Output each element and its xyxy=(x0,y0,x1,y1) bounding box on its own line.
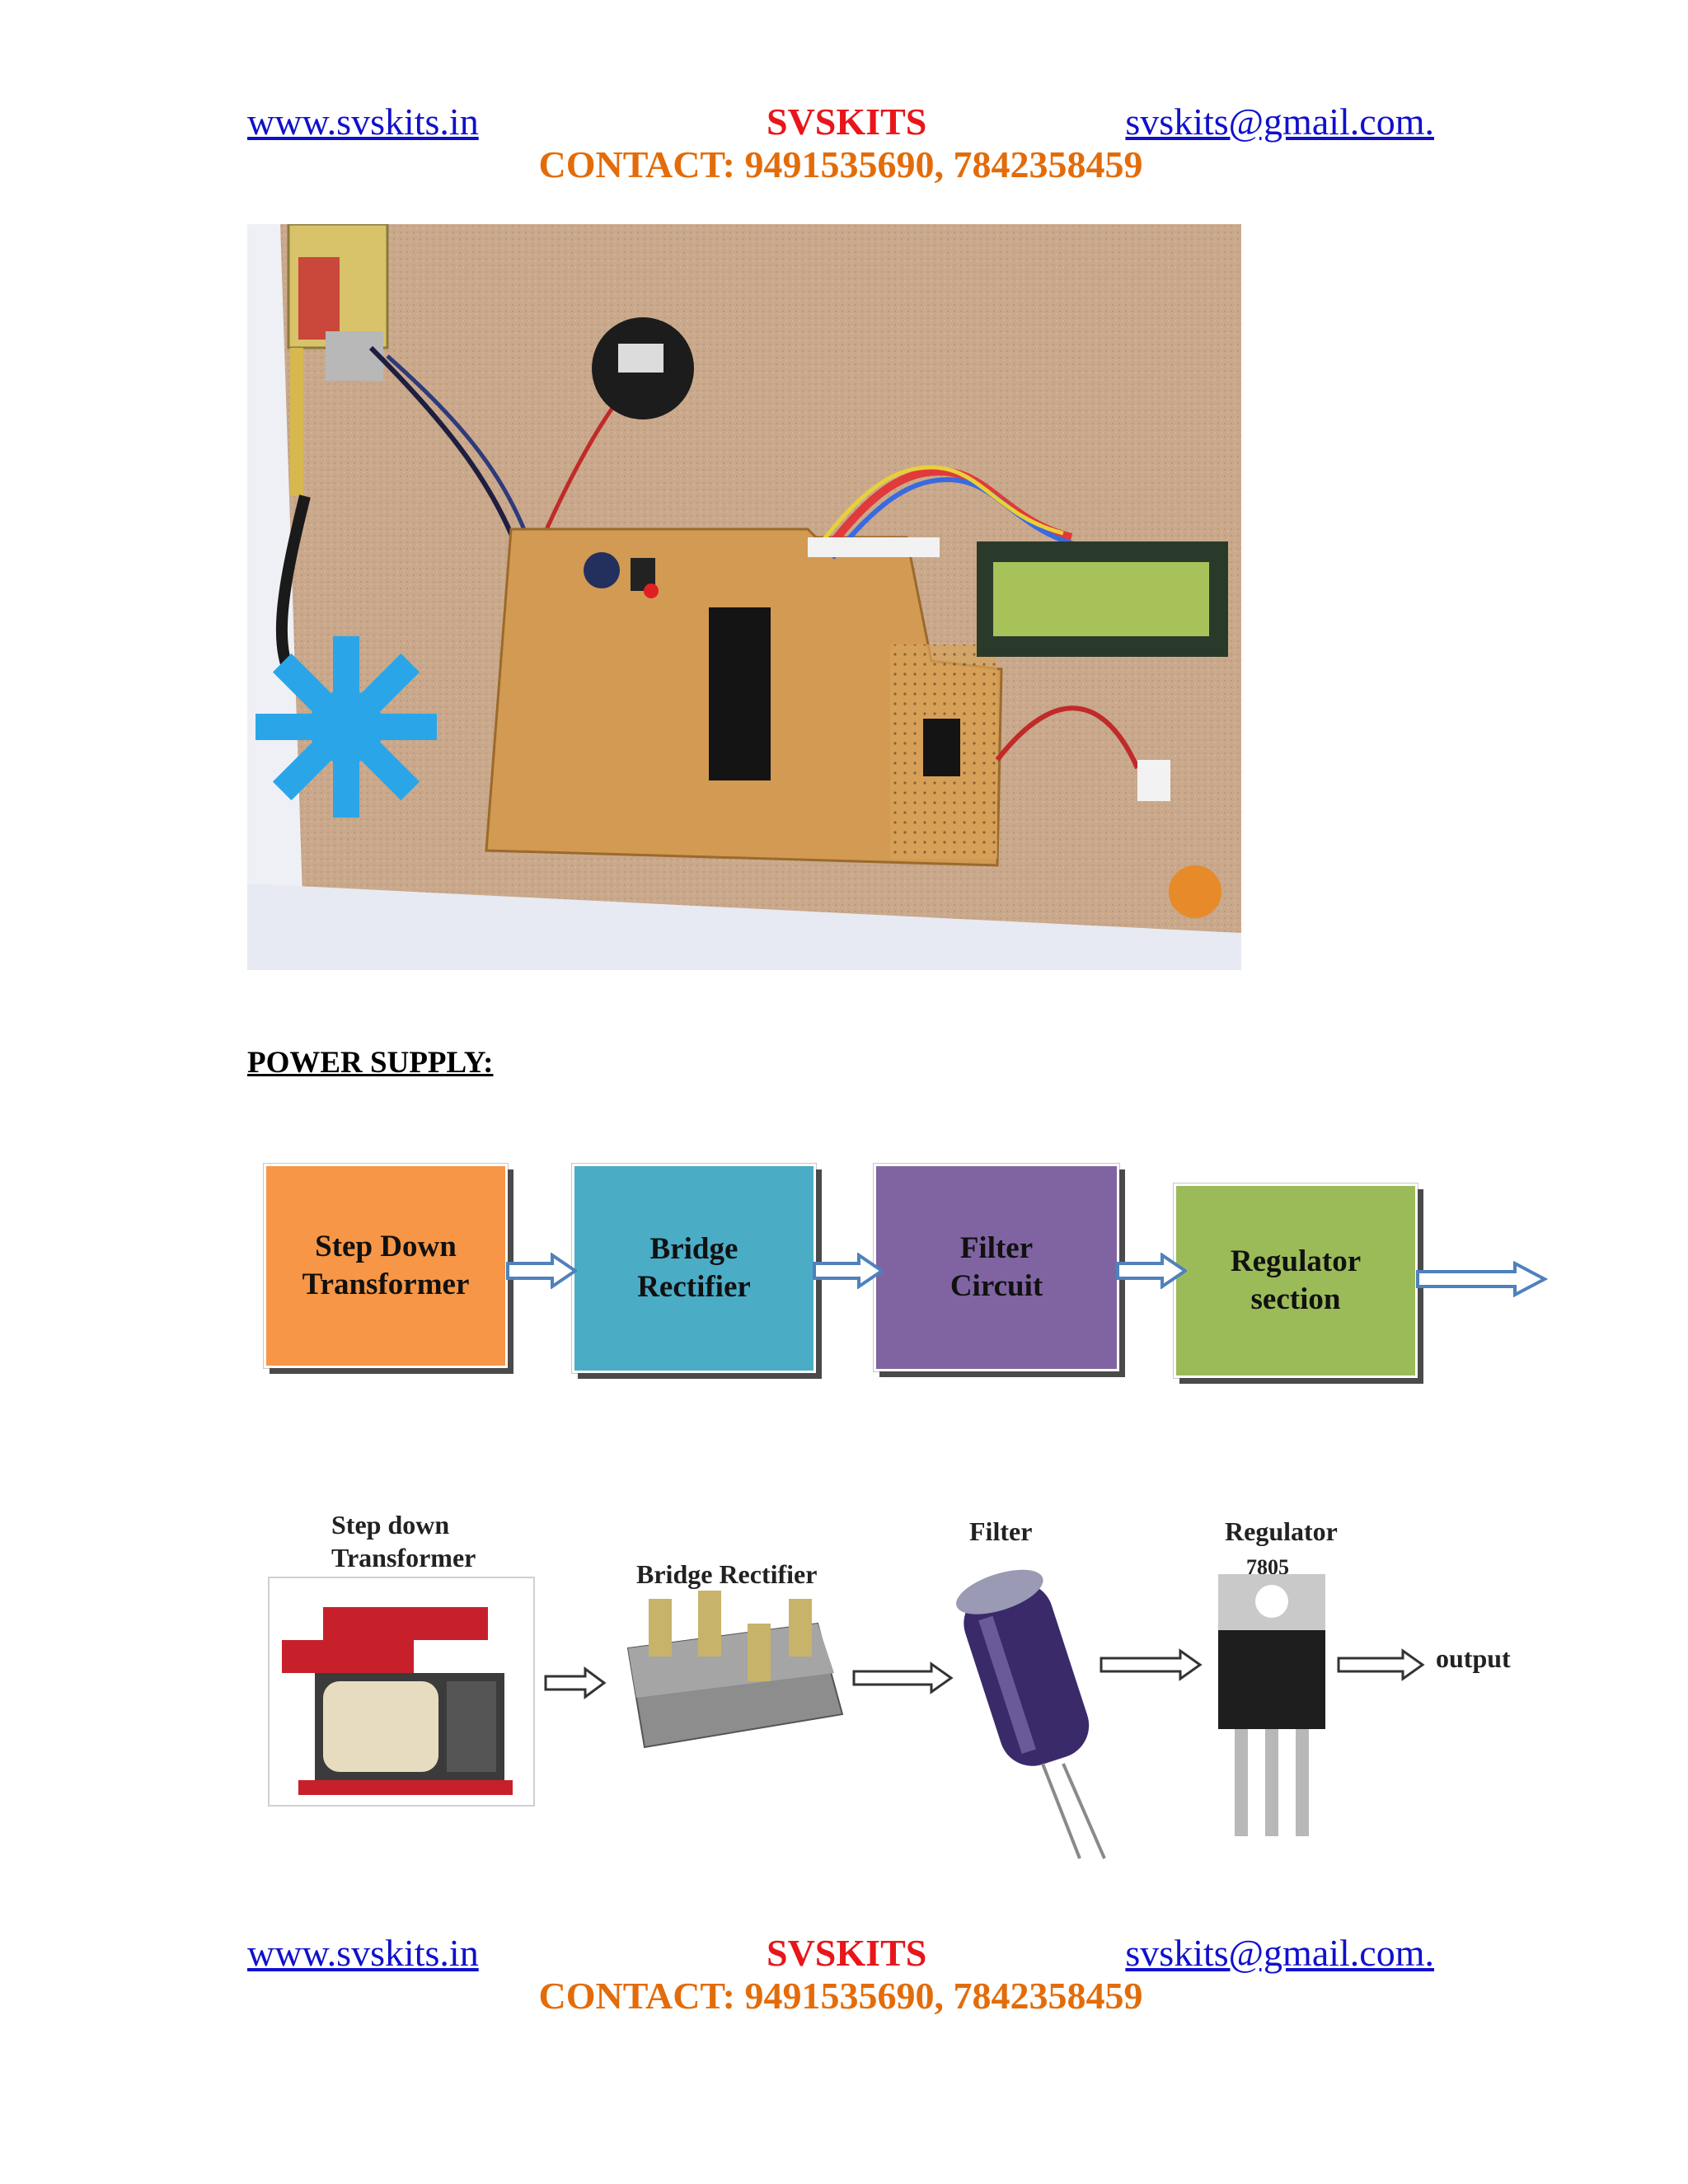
arrow-icon xyxy=(813,1253,884,1289)
arrow-icon xyxy=(852,1661,954,1694)
label-filter: Filter xyxy=(969,1516,1033,1546)
block-regulator-section: Regulator section xyxy=(1174,1183,1418,1378)
website-link[interactable]: www.svskits.in xyxy=(247,101,479,143)
brand-name: SVSKITS xyxy=(767,101,927,143)
email-link[interactable]: svskits@gmail.com. xyxy=(1125,99,1434,145)
website-link[interactable]: www.svskits.in xyxy=(247,1932,479,1974)
label-step-down-transformer: Step down Transformer xyxy=(331,1510,476,1572)
email-trail: . xyxy=(1424,101,1435,143)
block-label: Regulator section xyxy=(1230,1244,1362,1316)
email-text: svskits@gmail.com xyxy=(1125,1932,1425,1974)
label-output: output xyxy=(1436,1643,1511,1673)
arrow-icon xyxy=(1416,1261,1548,1297)
page-header: www.svskits.in SVSKITS svskits@gmail.com… xyxy=(247,99,1434,198)
project-board-image xyxy=(247,224,1241,970)
block-filter-circuit: Filter Circuit xyxy=(874,1164,1119,1371)
block-label: Filter Circuit xyxy=(950,1231,1043,1303)
project-board-photo xyxy=(247,224,1241,970)
capacitor-icon xyxy=(956,1569,1106,1859)
contact-numbers: CONTACT: 9491535690, 7842358459 xyxy=(538,143,1143,185)
arrow-icon xyxy=(544,1666,607,1699)
email-link[interactable]: svskits@gmail.com. xyxy=(1125,1930,1434,1976)
brand-name: SVSKITS xyxy=(767,1932,927,1974)
email-text: svskits@gmail.com xyxy=(1125,101,1425,143)
block-label: Bridge Rectifier xyxy=(637,1232,751,1304)
page-footer: www.svskits.in SVSKITS svskits@gmail.com… xyxy=(247,1930,1434,2029)
arrow-icon xyxy=(1337,1648,1425,1681)
label-bridge-rectifier: Bridge Rectifier xyxy=(636,1559,818,1589)
regulator-icon xyxy=(1218,1574,1325,1836)
section-title: POWER SUPPLY: xyxy=(247,1046,494,1080)
email-trail: . xyxy=(1424,1932,1435,1974)
arrow-icon xyxy=(1116,1253,1187,1289)
block-label: Step Down Transformer xyxy=(302,1230,470,1301)
label-regulator: Regulator xyxy=(1225,1516,1338,1546)
bridge-rectifier-icon xyxy=(626,1591,844,1749)
transformer-icon xyxy=(268,1577,535,1807)
block-step-down-transformer: Step Down Transformer xyxy=(264,1164,508,1368)
contact-numbers: CONTACT: 9491535690, 7842358459 xyxy=(538,1975,1143,2017)
arrow-icon xyxy=(1100,1648,1203,1681)
arrow-icon xyxy=(506,1253,577,1289)
block-bridge-rectifier: Bridge Rectifier xyxy=(572,1164,816,1373)
